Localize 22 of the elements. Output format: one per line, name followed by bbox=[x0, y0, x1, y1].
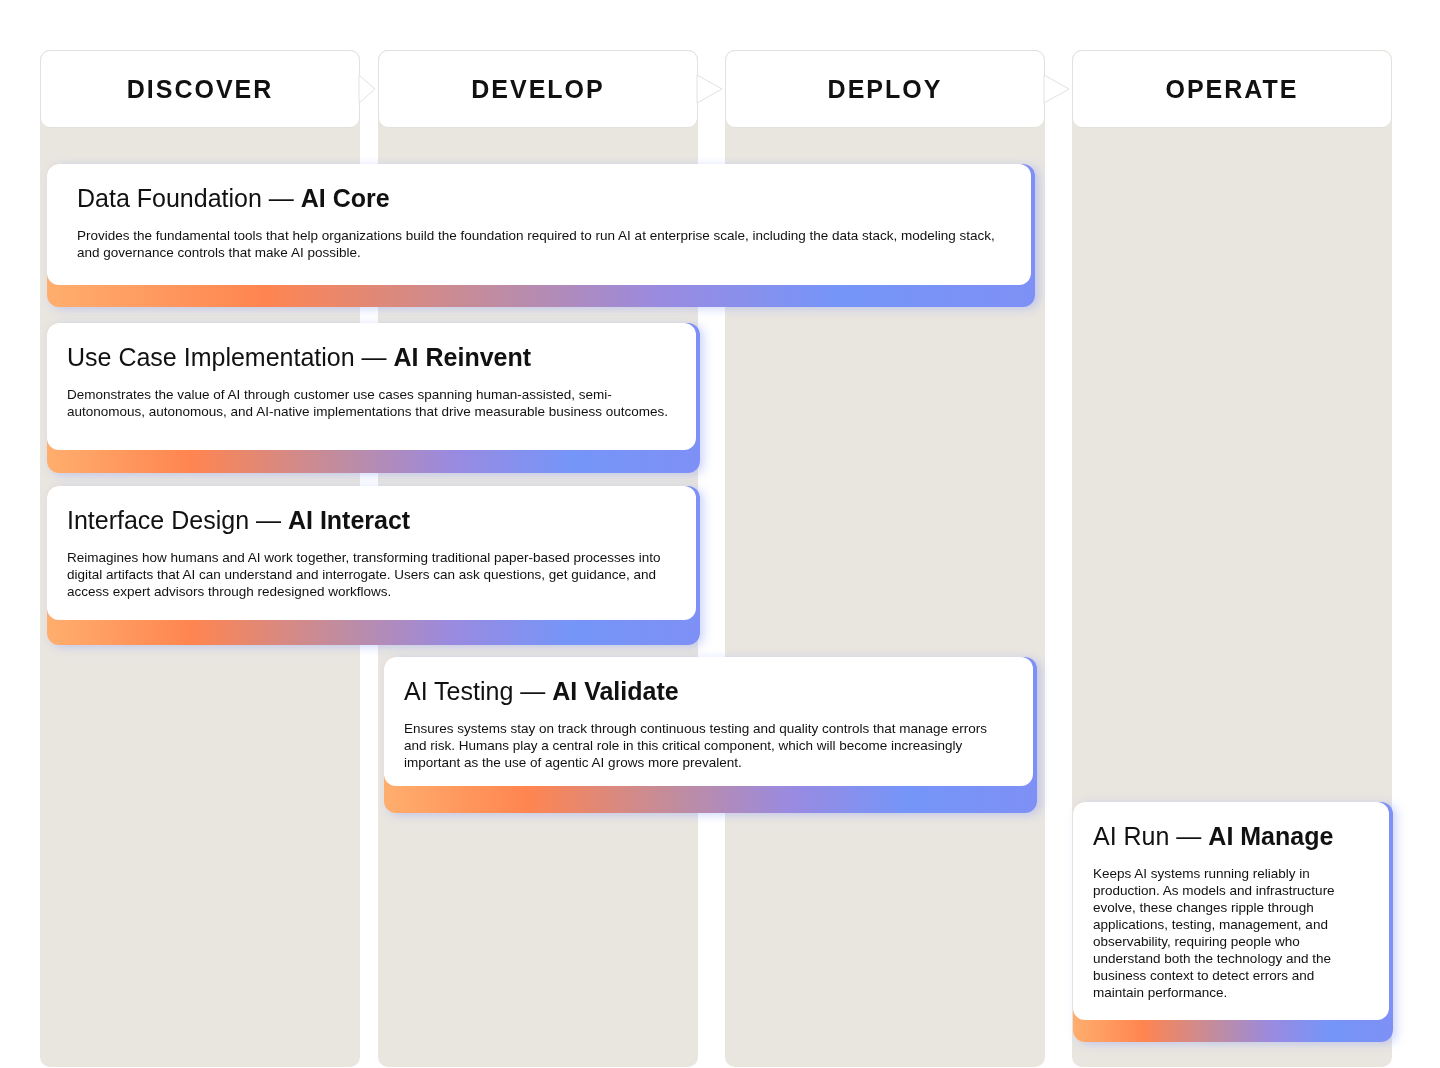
phase-header: DEPLOY bbox=[725, 50, 1045, 128]
card-description: Reimagines how humans and AI work together, transforming traditional paper-based processes into digital artifacts that AI can understand and interrogate. Users can ask questions, get guidance, and access expert advisors through redesigned workflows. bbox=[67, 549, 662, 600]
card-title: Use Case Implementation — AI Reinvent bbox=[67, 343, 533, 372]
capability-card bbox=[47, 486, 700, 645]
card-title: Data Foundation — AI Core bbox=[77, 184, 391, 213]
chevron-arrow bbox=[1043, 74, 1070, 104]
chevron-arrow bbox=[696, 74, 723, 104]
card-description: Demonstrates the value of AI through customer use cases spanning human-assisted, semi-autonomous, autonomous, and AI-native implementations that drive measurable business outcomes. bbox=[67, 386, 670, 420]
capability-card bbox=[384, 657, 1037, 813]
card-title: AI Run — AI Manage bbox=[1093, 822, 1335, 851]
phase-header: DISCOVER bbox=[40, 50, 360, 128]
card-description: Provides the fundamental tools that help organizations build the foundation required to run AI at enterprise scale, including the data stack, modeling stack, and governance controls that make AI possible. bbox=[77, 227, 996, 261]
card-description: Keeps AI systems running reliably in production. As models and infrastructure evolve, these changes ripple through applications, testing, management, and observability, requiring people who understand both the technology and the business context to detect errors and maintain performance. bbox=[1093, 865, 1336, 1001]
phase-header: DEVELOP bbox=[378, 50, 698, 128]
card-title: Interface Design — AI Interact bbox=[67, 506, 412, 535]
phase-header: OPERATE bbox=[1072, 50, 1392, 128]
chevron-arrow bbox=[358, 74, 376, 104]
capability-card bbox=[47, 323, 700, 473]
capability-card bbox=[1073, 802, 1393, 1042]
card-title: AI Testing — AI Validate bbox=[404, 677, 680, 706]
capability-card bbox=[47, 164, 1035, 307]
card-description: Ensures systems stay on track through continuous testing and quality controls that manage errors and risk. Humans play a central role in this critical component, which will become increasingly important as the use of agentic AI grows more prevalent. bbox=[404, 720, 989, 771]
